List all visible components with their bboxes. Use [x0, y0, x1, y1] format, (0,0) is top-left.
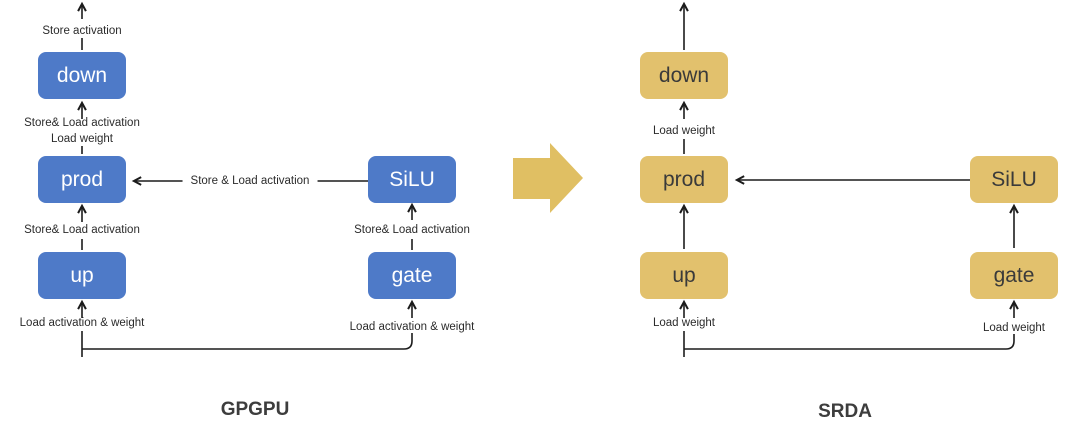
gpgpu-gate-silu-label: Store& Load activation [354, 224, 470, 236]
srda-silu-node: SiLU [970, 156, 1058, 203]
gpgpu-prod-down-label-1: Store& Load activation [24, 117, 140, 129]
gpgpu-up-input-label: Load activation & weight [19, 317, 145, 329]
transform-arrow-icon [513, 143, 583, 213]
srda-up-input-label: Load weight [652, 317, 716, 329]
srda-prod-node: prod [640, 156, 728, 203]
srda-gate-node: gate [970, 252, 1058, 299]
gpgpu-silu-prod-label: Store & Load activation [182, 174, 318, 189]
gpgpu-prod-down-label-2: Load weight [50, 133, 114, 145]
gpgpu-gate-input-label: Load activation & weight [349, 321, 475, 333]
gpgpu-title: GPGPU [220, 399, 290, 420]
gpgpu-up-prod-label: Store& Load activation [24, 224, 140, 236]
gpgpu-silu-node: SiLU [368, 156, 456, 203]
gpgpu-up-node: up [38, 252, 126, 299]
srda-gate-input-label: Load weight [982, 322, 1046, 334]
srda-up-node: up [640, 252, 728, 299]
srda-input-branch-line [684, 334, 1015, 350]
srda-down-node: down [640, 52, 728, 99]
srda-prod-down-label: Load weight [652, 125, 716, 137]
gpgpu-gate-node: gate [368, 252, 456, 299]
srda-title: SRDA [818, 401, 872, 422]
gpgpu-input-branch-line [82, 333, 413, 350]
gpgpu-store-activation-label: Store activation [42, 25, 122, 37]
gpgpu-prod-node: prod [38, 156, 126, 203]
gpgpu-down-node: down [38, 52, 126, 99]
